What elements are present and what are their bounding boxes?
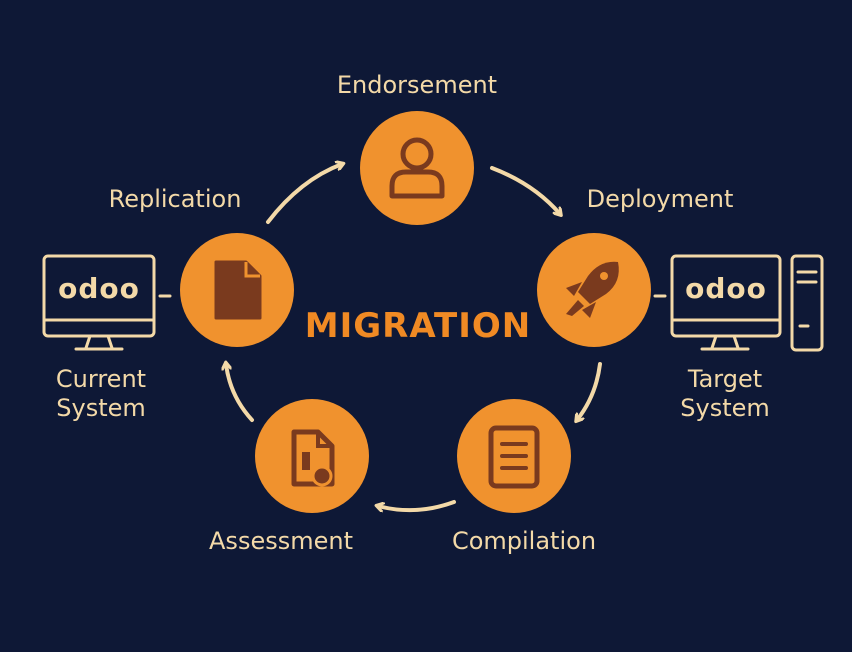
target-system-logo: odoo (685, 272, 767, 305)
stage-label-deployment: Deployment (586, 185, 734, 213)
arrow-assessment-to-replication (226, 364, 254, 422)
arrow-deployment-to-compilation (577, 362, 602, 420)
document-lines-icon (488, 425, 540, 489)
person-icon (389, 137, 445, 199)
current-system-logo: odoo (58, 272, 140, 305)
assessment-circle (255, 399, 369, 513)
file-badge-icon (291, 429, 335, 487)
current-system-label-line1: Current (55, 365, 147, 393)
target-system-label-line2: System (680, 394, 770, 422)
target-system-label-line1: Target (687, 365, 763, 393)
arrow-replication-to-endorsement (266, 164, 342, 224)
server-tower-icon (790, 254, 824, 352)
arrow-compilation-to-assessment (378, 500, 456, 510)
arrow-endorsement-to-deployment (490, 166, 560, 214)
stage-label-replication: Replication (108, 185, 242, 213)
target-system-monitor-icon (670, 254, 782, 351)
center-title: MIGRATION (304, 306, 532, 346)
stage-label-endorsement: Endorsement (336, 71, 498, 99)
current-system-monitor-icon (42, 254, 156, 351)
stage-label-compilation: Compilation (451, 527, 597, 555)
current-system-label-line2: System (56, 394, 146, 422)
rocket-icon (566, 261, 619, 318)
stage-label-assessment: Assessment (209, 527, 353, 555)
file-icon (214, 260, 262, 320)
